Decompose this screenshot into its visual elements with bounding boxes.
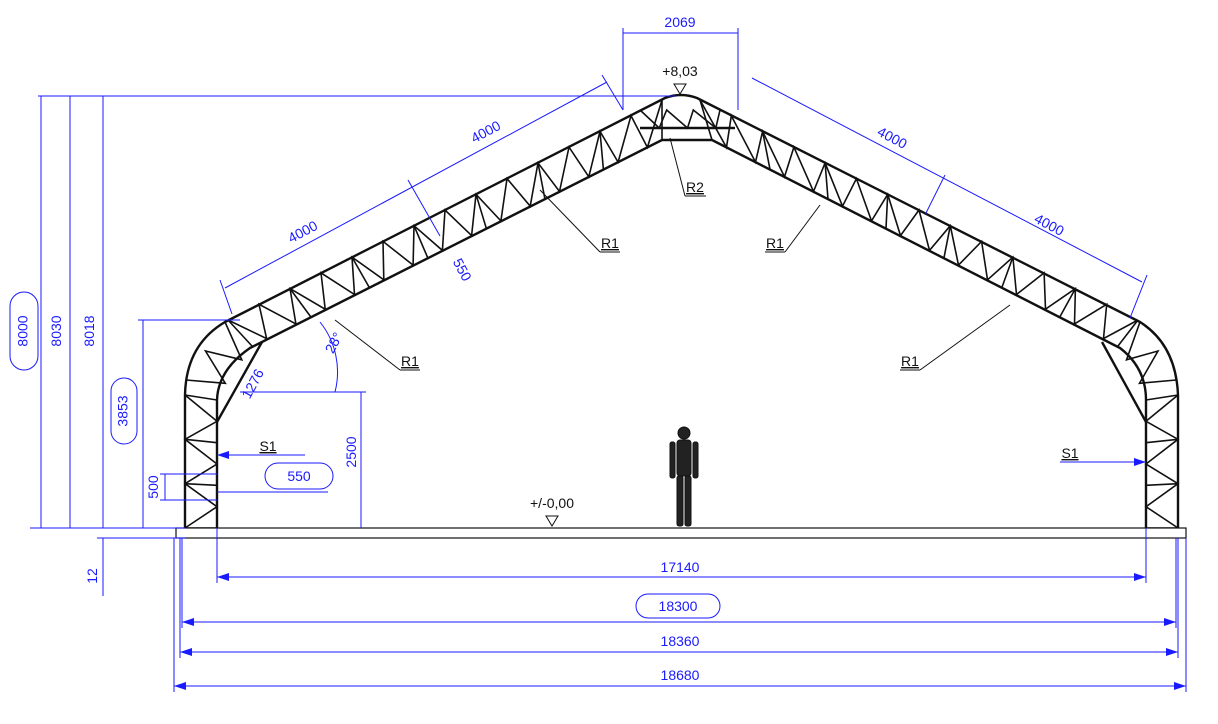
truss-web-rung: [1059, 288, 1077, 317]
dim-span-outer: 18360: [661, 633, 700, 649]
ground-slab: [175, 527, 1187, 539]
dim-height-total: 8000: [15, 315, 31, 346]
section-right-label: S1: [1061, 445, 1078, 461]
radius-right-lower-label: R1: [901, 353, 919, 369]
ground-level-label: +/-0,00: [530, 495, 574, 511]
dim-plate-thickness: 12: [84, 568, 100, 584]
truss-web-rung: [599, 131, 605, 170]
truss-web-rung: [184, 394, 218, 401]
truss-web-rung: [227, 319, 253, 347]
truss-web-member: [1125, 321, 1177, 385]
truss-web-rung: [184, 438, 218, 444]
truss-web-rung: [351, 256, 370, 288]
dim-top-width: 2069: [664, 14, 695, 30]
radius-left-lower-label: R1: [401, 353, 419, 369]
truss-web-rung: [475, 194, 488, 229]
level-marker-icon: [545, 515, 559, 527]
dim-base-height: 500: [145, 475, 161, 499]
truss-web: [183, 99, 1180, 529]
dim-eave-height: 3853: [115, 395, 131, 426]
truss-web-rung: [885, 194, 889, 229]
dim-angle: 28°: [322, 330, 346, 356]
radius-leaders: [334, 137, 1011, 371]
truss-web-rung: [1117, 319, 1139, 347]
truss-web-member: [185, 321, 244, 385]
dim-segment-right-upper: 4000: [875, 123, 910, 152]
radius-right-upper-label: R1: [766, 235, 784, 251]
dim-span-total: 18680: [661, 667, 700, 683]
truss-web-rung: [184, 482, 218, 487]
dim-segment-left-upper: 4000: [468, 117, 503, 146]
dimension-arrows: [174, 451, 1186, 690]
truss-web-member: [699, 99, 1139, 341]
truss-web-rung: [1145, 482, 1179, 487]
truss-web-rung: [824, 162, 829, 199]
dim-height-8018: 8018: [81, 315, 97, 346]
truss-web-rung: [1001, 256, 1014, 288]
truss-web-rung: [537, 162, 546, 200]
truss-web-rung: [289, 288, 312, 318]
human-figure-icon: [669, 426, 699, 527]
dimension-lines: [30, 28, 1187, 692]
truss-web-rung: [1145, 438, 1179, 444]
truss-web-rung: [943, 225, 952, 258]
truss-web-rung: [761, 131, 771, 170]
section-left-label: S1: [259, 438, 276, 454]
truss-web-member: [1144, 394, 1180, 529]
apex-level-label: +8,03: [662, 63, 698, 79]
truss-web-rung: [413, 225, 429, 259]
dim-span-inner: 17140: [661, 559, 700, 575]
truss-web-member: [183, 394, 219, 529]
dim-column-width: 550: [287, 468, 311, 484]
truss-web-member: [639, 108, 721, 130]
dim-height-8030: 8030: [48, 315, 64, 346]
truss-web-member: [227, 99, 663, 341]
dim-truss-depth: 550: [450, 256, 475, 284]
level-marker-icon: [673, 83, 687, 95]
radius-left-upper-label: R1: [601, 235, 619, 251]
dim-span-axis: 18300: [659, 598, 698, 614]
dim-knee-brace: 1276: [238, 366, 267, 401]
dim-segment-left-lower: 4000: [285, 217, 320, 246]
truss-web-rung: [1145, 394, 1179, 401]
radius-apex-label: R2: [686, 179, 704, 195]
dim-segment-right-lower: 4000: [1032, 210, 1067, 239]
dim-inner-height: 2500: [343, 436, 359, 467]
